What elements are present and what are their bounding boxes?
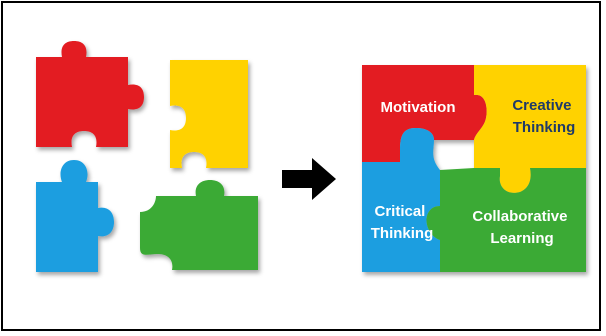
creative-thinking-label: Creative Thinking: [512, 97, 575, 136]
scattered-pieces: [36, 41, 258, 272]
red-puzzle-piece: [36, 41, 144, 147]
yellow-puzzle-piece: [170, 60, 248, 168]
collaborative-learning-label: Collaborative Learning: [472, 208, 571, 247]
assembled-red-piece: [362, 65, 487, 162]
assembled-puzzle: [362, 65, 586, 272]
assembled-green-piece: [426, 168, 586, 272]
motivation-label: Motivation: [381, 99, 456, 116]
right-arrow-icon: [282, 158, 336, 200]
critical-thinking-label: Critical Thinking: [371, 203, 434, 242]
assembled-yellow-piece: [474, 65, 586, 193]
green-puzzle-piece: [140, 180, 258, 270]
blue-puzzle-piece: [36, 160, 114, 272]
assembled-blue-piece: [362, 128, 440, 272]
